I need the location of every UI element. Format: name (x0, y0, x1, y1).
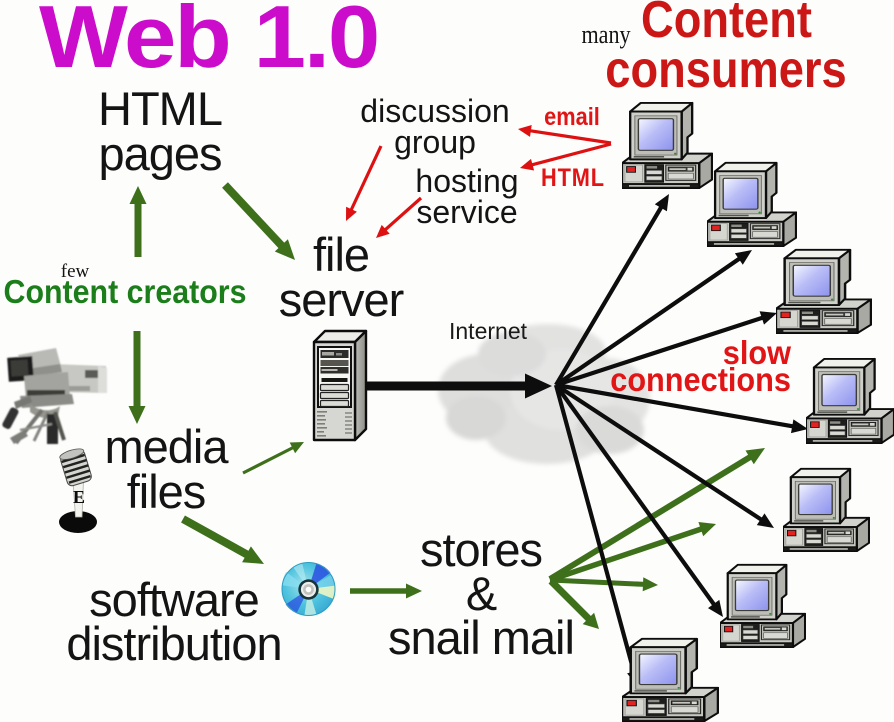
arrow-stores-to-consumers-2 (549, 522, 716, 583)
label-few: few (60, 261, 90, 282)
arrow-internet-to-computer-6 (554, 383, 723, 617)
arrow-media-files-to-server (242, 442, 304, 475)
label-internet: Internet (449, 318, 527, 344)
arrow-internet-to-computer-2 (554, 250, 752, 387)
arrow-html-pages-to-file-server (222, 182, 295, 260)
green-arrows (128, 182, 765, 629)
mic-logo: E (73, 487, 85, 507)
page-title: Web 1.0 (39, 0, 380, 86)
desktop-computer-icon-3 (776, 248, 872, 334)
desktop-computer-icon-6 (720, 563, 806, 648)
arrow-stores-to-consumers-1 (548, 448, 765, 582)
arrow-media-files-to-cd (181, 515, 264, 564)
label-discussion-group: discussion group (360, 93, 510, 160)
label-many: many (581, 20, 631, 49)
label-slow-connections: slow connections (610, 334, 791, 398)
consumer-computers (622, 101, 894, 722)
arrow-creators-to-media-files (128, 331, 146, 424)
label-hosting-service: hosting service (415, 163, 519, 230)
tv-camera-icon (2, 348, 107, 445)
arrow-internet-to-computer-4 (555, 382, 808, 434)
label-content-creators: Content creators (3, 273, 247, 310)
arrow-cd-to-stores (350, 583, 422, 599)
arrow-consumer-email (518, 125, 612, 145)
arrow-stores-to-consumers-4 (548, 578, 599, 629)
arrow-hosting-service-to-file-server (376, 196, 423, 238)
label-html-red: HTML (541, 164, 605, 192)
label-email: email (544, 103, 600, 131)
label-software-distribution: software distribution (66, 573, 282, 670)
arrow-internet-to-computer-3 (555, 311, 777, 387)
desktop-computer-icon-1 (622, 101, 713, 189)
desktop-computer-icon-7 (622, 637, 719, 722)
arrow-internet-to-computer-5 (554, 383, 774, 528)
desktop-computer-icon-5 (783, 467, 870, 552)
desktop-computer-icon-2 (707, 161, 797, 247)
desktop-computer-icon-4 (806, 357, 894, 444)
red-arrows (346, 125, 612, 238)
label-file-server: file server (278, 228, 405, 326)
label-html-pages: HTML pages (98, 82, 223, 180)
label-content-consumers: Content consumers (605, 0, 847, 99)
arrow-creators-to-html-pages (129, 186, 147, 257)
server-tower-icon (312, 329, 368, 442)
arrow-internet-to-computer-1 (554, 194, 669, 387)
arrow-server-to-internet (356, 373, 552, 399)
black-arrows (356, 194, 808, 687)
arrow-stores-to-consumers-3 (549, 577, 658, 592)
label-media-files: media files (104, 420, 228, 518)
label-stores-snail-mail: stores & snail mail (388, 523, 575, 664)
cd-disc-icon (281, 562, 336, 617)
microphone-icon: E (59, 448, 97, 533)
arrow-consumer-html (520, 142, 612, 171)
arrow-discussion-group-to-file-server (346, 145, 383, 221)
